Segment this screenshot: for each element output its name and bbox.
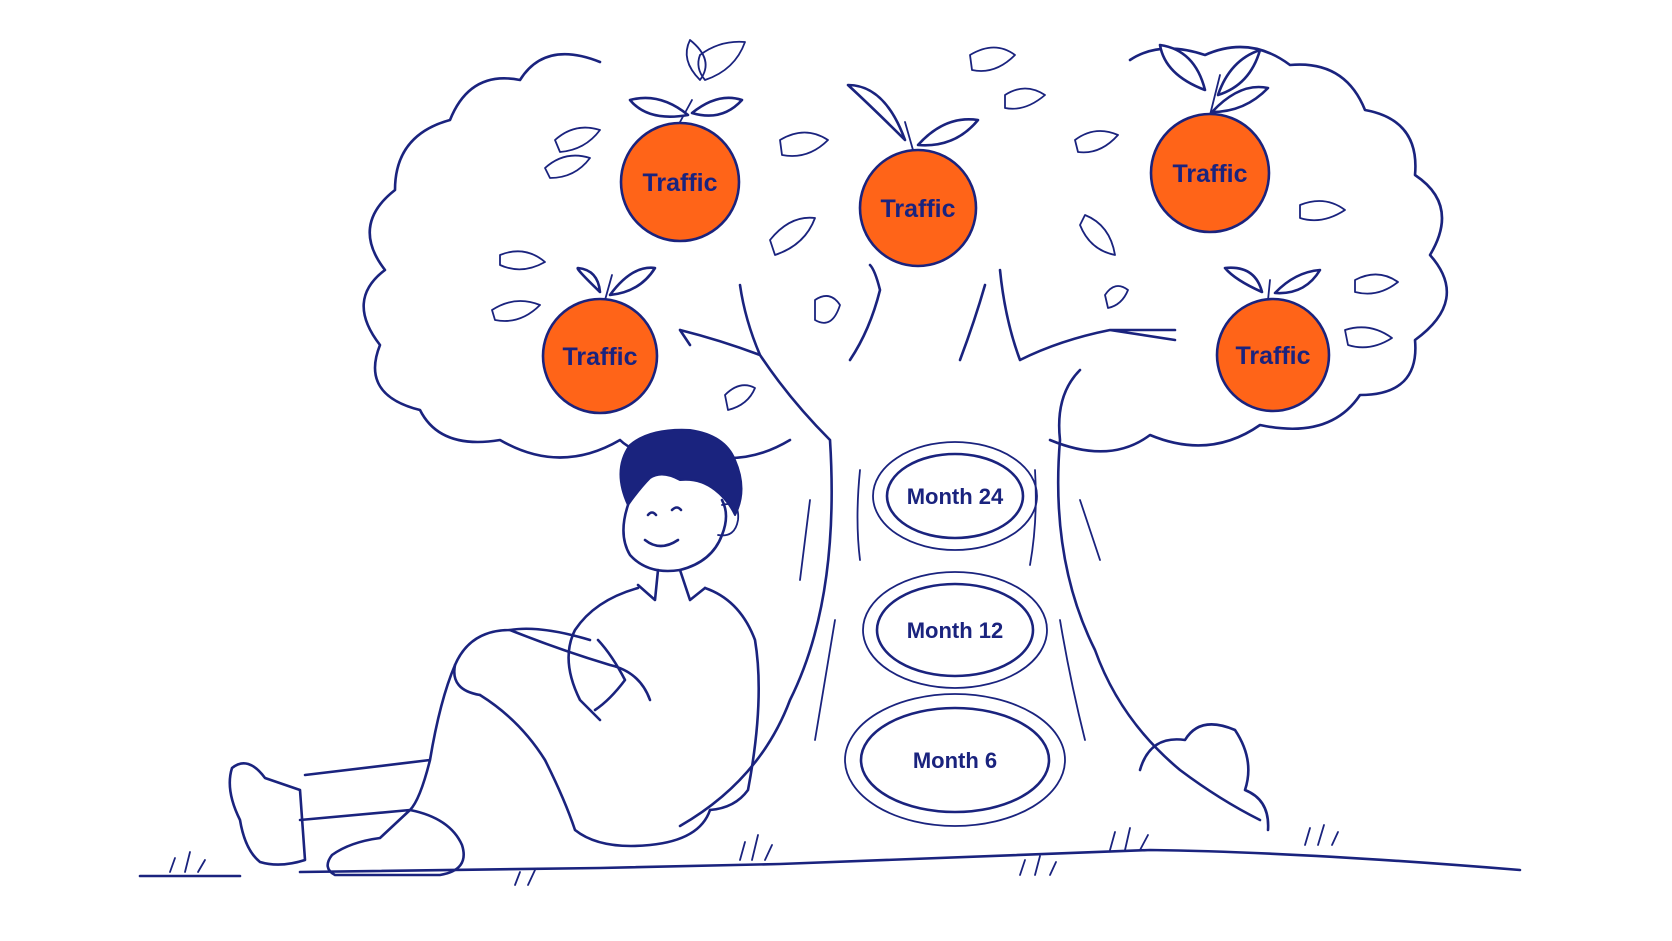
traffic-fruit: Traffic [846,83,980,268]
ground-line [138,848,1522,878]
person-legs [298,663,712,848]
ring-month-24: Month 24 [872,441,1038,551]
bush [1138,723,1270,832]
person-arm [453,627,652,712]
person-collar [636,568,707,602]
person-torso [567,586,760,812]
person-smile [643,538,680,548]
traffic-fruit-label: Traffic [1172,160,1247,188]
ring-month-24-label: Month 24 [907,484,1004,509]
growth-rings: Month 24 Month 12 Month 6 [844,441,1066,827]
traffic-fruit: Traffic [541,266,659,415]
ring-month-6-label: Month 6 [913,748,997,773]
bark-lines [799,469,1101,741]
seated-person [228,428,760,877]
traffic-fruit: Traffic [1215,266,1331,413]
traffic-fruit: Traffic [1149,43,1271,234]
traffic-fruit: Traffic [619,96,744,243]
ring-month-12-label: Month 12 [907,618,1004,643]
traffic-fruit-label: Traffic [1235,342,1310,370]
person-eye [670,506,683,512]
person-shoe [326,808,465,877]
traffic-fruits: Traffic Traffic Traffic Traffic [541,43,1331,415]
canopy-leaves [491,39,1399,411]
grass-tufts [169,824,1339,886]
person-face [622,498,728,573]
person-eye [646,511,658,517]
tree-trunk [678,263,1262,828]
ring-month-6: Month 6 [844,693,1066,827]
traffic-fruit-label: Traffic [642,169,717,197]
person-hair [619,428,743,516]
traffic-fruit-label: Traffic [880,195,955,223]
ring-month-12: Month 12 [862,571,1048,689]
person-ear [717,503,740,537]
traffic-fruit-label: Traffic [562,343,637,371]
person-shoe [228,762,307,866]
